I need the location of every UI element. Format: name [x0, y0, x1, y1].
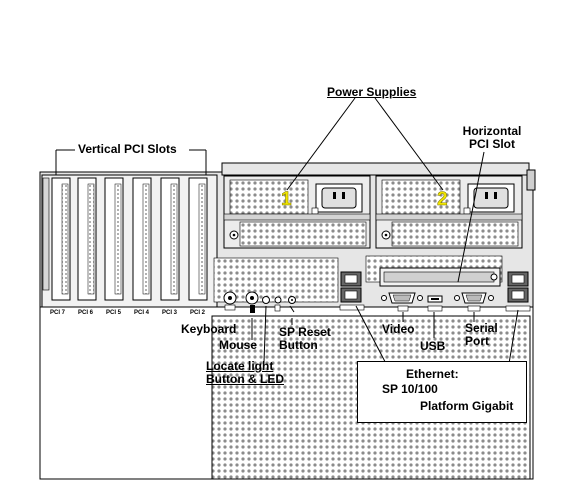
- pci-slot-label-2: PCI 2: [190, 310, 206, 316]
- label-line: Button & LED: [206, 373, 284, 386]
- pci-slot-bracket-3: [161, 178, 179, 300]
- label-sp-reset-button: SP Reset Button: [279, 326, 331, 352]
- label-power-supplies: Power Supplies: [327, 86, 416, 99]
- power-supply-2: [376, 176, 522, 248]
- label-ethernet-platform-gigabit: Platform Gigabit: [420, 400, 513, 413]
- label-usb: USB: [420, 340, 445, 353]
- power-supply-1: [224, 176, 370, 248]
- pci-slot-label-4: PCI 4: [134, 310, 150, 316]
- label-serial-port: Serial Port: [465, 322, 498, 348]
- label-vertical-pci-slots: Vertical PCI Slots: [76, 143, 179, 156]
- label-line: PCI Slot: [452, 138, 532, 151]
- label-ethernet-sp: SP 10/100: [382, 383, 438, 396]
- pci-slot-label-3: PCI 3: [162, 310, 178, 316]
- label-horizontal-pci-slot: Horizontal PCI Slot: [452, 125, 532, 151]
- pci-slot-bracket-5: [105, 178, 123, 300]
- pci-slot-label-7: PCI 7: [50, 310, 66, 316]
- pci-slot-bracket-7: [52, 178, 70, 300]
- label-line: Port: [465, 335, 498, 348]
- label-keyboard: Keyboard: [181, 323, 236, 336]
- label-line: Button: [279, 339, 331, 352]
- label-video: Video: [382, 323, 414, 336]
- vertical-pci-slots: PCI 7 PCI 6 PCI 5 PCI 4 PCI 3 PCI 2: [42, 175, 217, 316]
- horizontal-pci-slot: [380, 268, 500, 286]
- label-locate-light: Locate light Button & LED: [206, 360, 284, 386]
- pci-slot-bracket-2: [189, 178, 207, 300]
- pci-slot-bracket-6: [78, 178, 96, 300]
- label-ethernet: Ethernet:: [406, 368, 459, 381]
- psu-number-2: 2: [437, 189, 448, 210]
- pci-slot-label-5: PCI 5: [106, 310, 122, 316]
- pci-slot-label-6: PCI 6: [78, 310, 94, 316]
- ethernet-label-box: Ethernet: SP 10/100 Platform Gigabit: [357, 361, 527, 423]
- pci-slot-bracket-4: [133, 178, 151, 300]
- psu-number-1: 1: [281, 189, 292, 210]
- keyboard-port: [224, 292, 236, 310]
- label-mouse: Mouse: [219, 339, 257, 352]
